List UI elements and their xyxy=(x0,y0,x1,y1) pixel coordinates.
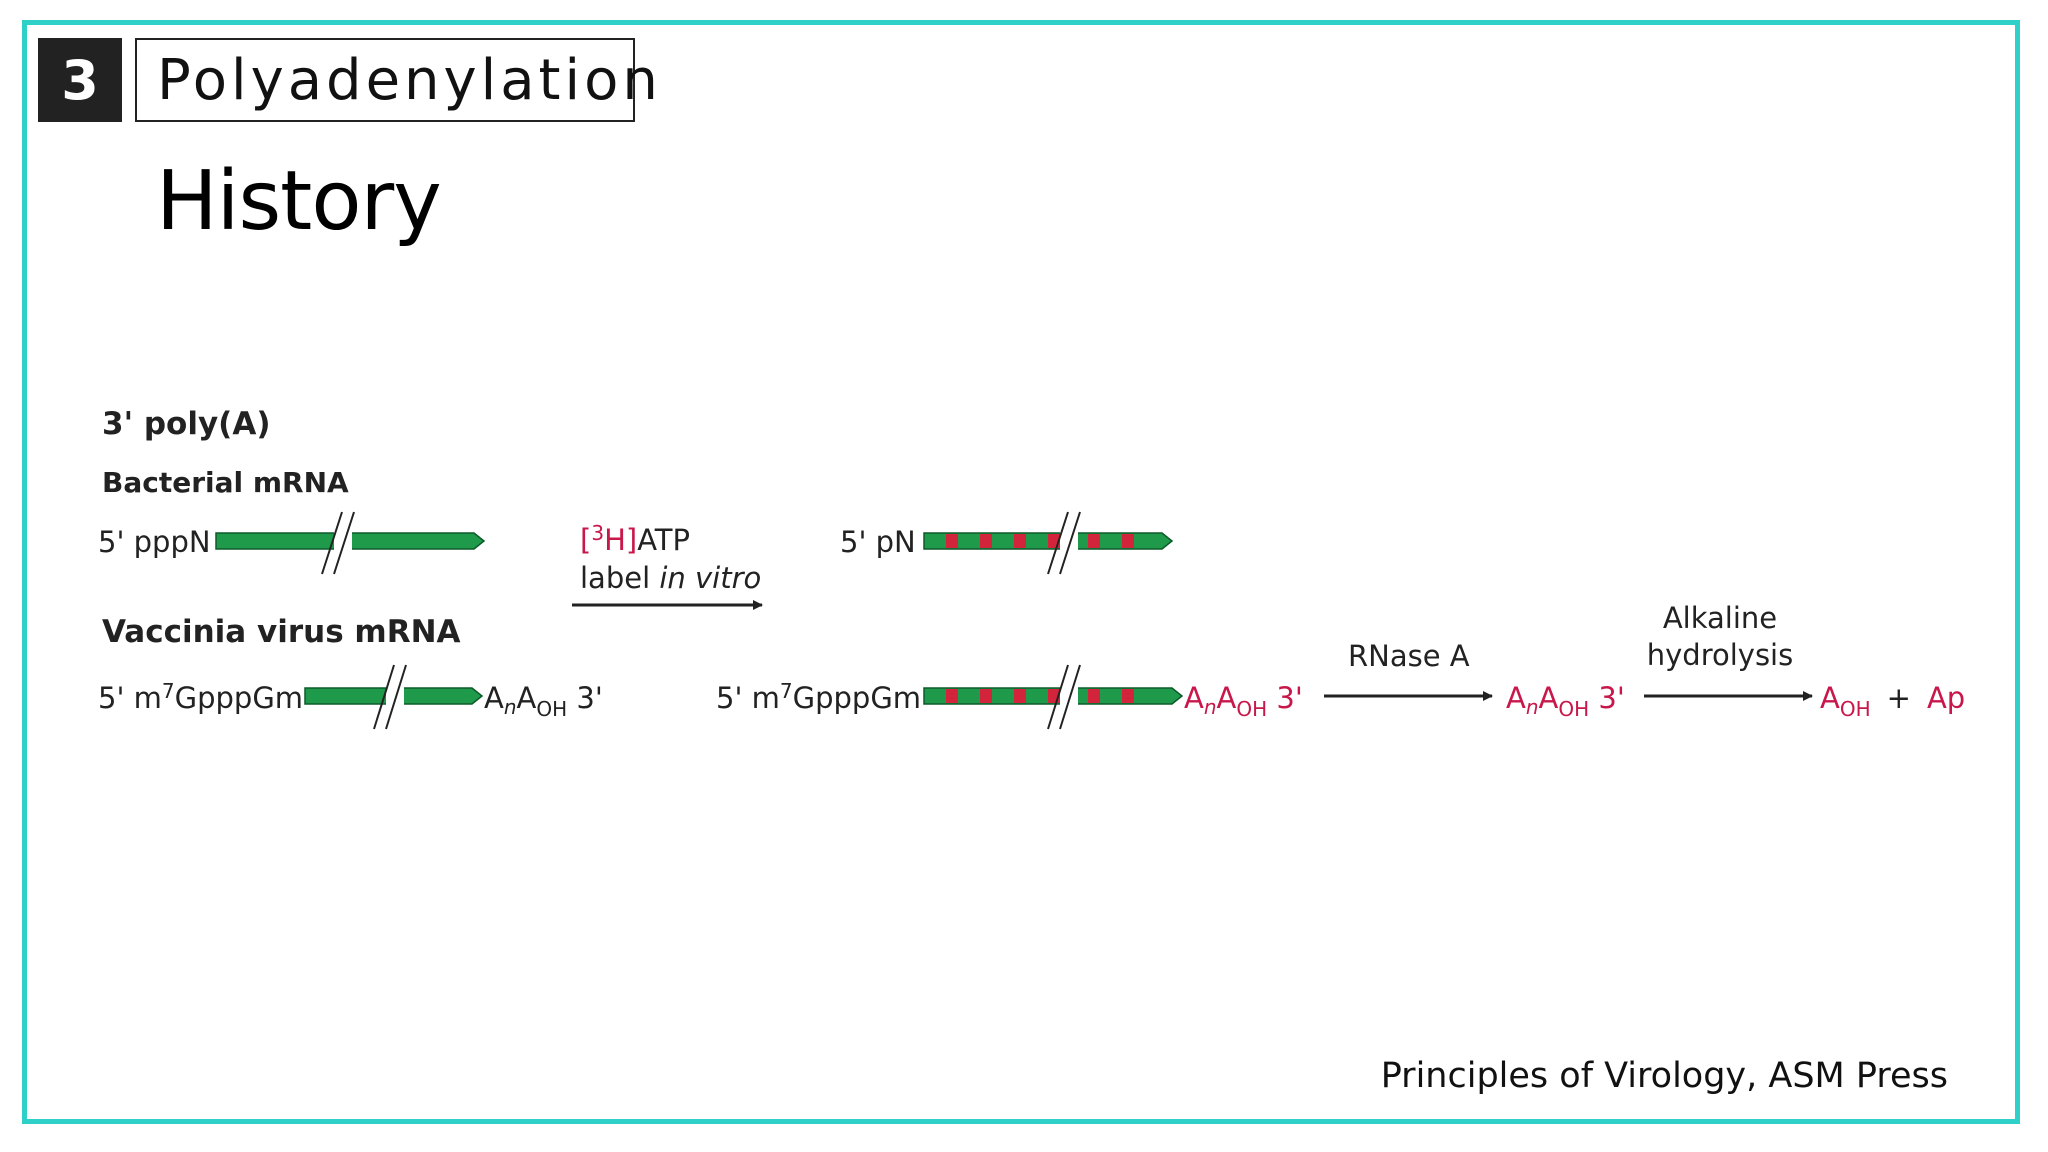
labeled-tail-a: A xyxy=(1184,681,1204,715)
alkaline-label-line2: hydrolysis xyxy=(1647,638,1793,672)
labeled-bacterial-rna-strand xyxy=(923,511,1174,575)
vaccinia-tail-n: n xyxy=(504,695,517,719)
reagent-atp: ATP xyxy=(637,523,690,557)
vaccinia-mrna-label: Vaccinia virus mRNA xyxy=(102,614,461,650)
labeling-italic: in vitro xyxy=(659,561,761,595)
labeled-vaccinia-five-prime-pre: 5' m xyxy=(716,681,780,715)
labeled-vaccinia-five-prime-post: GpppGm xyxy=(793,681,921,715)
rnase-product: AnAOH 3' xyxy=(1506,681,1625,721)
labeling-plain: label xyxy=(580,561,659,595)
section-number: 3 xyxy=(38,38,122,122)
bacterial-five-prime: 5' pppN xyxy=(98,525,211,559)
labeled-bacterial-five-prime: 5' pN xyxy=(840,525,916,559)
poly-a-heading: 3' poly(A) xyxy=(102,406,271,442)
labeling-reagent: [3H]ATP xyxy=(580,521,690,557)
labeled-tail-oh: OH xyxy=(1236,697,1267,721)
vaccinia-rna-strand xyxy=(304,664,484,730)
vaccinia-tail-a: A xyxy=(484,681,504,715)
bacterial-mrna-label: Bacterial mRNA xyxy=(102,466,349,499)
final-oh: OH xyxy=(1840,697,1871,721)
labeled-vaccinia-five-prime-sup: 7 xyxy=(780,679,793,703)
bacterial-rna-strand xyxy=(215,511,486,575)
reagent-superscript: 3 xyxy=(591,521,604,545)
vaccinia-tail-end: 3' xyxy=(567,681,603,715)
labeled-vaccinia-five-prime: 5' m7GpppGm xyxy=(716,679,921,715)
rnase-product-end: 3' xyxy=(1589,681,1625,715)
final-products: AOH + Ap xyxy=(1820,681,1965,721)
labeled-tail-end: 3' xyxy=(1267,681,1303,715)
reagent-bracket-close: H] xyxy=(604,523,637,557)
rnase-product-n: n xyxy=(1526,695,1539,719)
section-title: Polyadenylation xyxy=(135,38,658,122)
labeled-tail-a2: A xyxy=(1217,681,1237,715)
labeling-condition: label in vitro xyxy=(580,561,761,595)
slide-frame xyxy=(22,20,2020,1124)
final-a: A xyxy=(1820,681,1840,715)
rnase-product-a: A xyxy=(1506,681,1526,715)
labeled-vaccinia-poly-a-tail: AnAOH 3' xyxy=(1184,681,1303,721)
vaccinia-five-prime: 5' m7GpppGm xyxy=(98,679,303,715)
vaccinia-five-prime-sup: 7 xyxy=(162,679,175,703)
vaccinia-poly-a-tail: AnAOH 3' xyxy=(484,681,603,721)
vaccinia-five-prime-post: GpppGm xyxy=(175,681,303,715)
final-plus: + xyxy=(1887,681,1911,715)
vaccinia-tail-oh: OH xyxy=(536,697,567,721)
vaccinia-tail-a2: A xyxy=(517,681,537,715)
labeled-tail-n: n xyxy=(1204,695,1217,719)
alkaline-label-line1: Alkaline xyxy=(1663,601,1777,635)
rnase-product-oh: OH xyxy=(1558,697,1589,721)
final-ap: Ap xyxy=(1927,681,1965,715)
slide-title: History xyxy=(156,154,442,249)
vaccinia-five-prime-pre: 5' m xyxy=(98,681,162,715)
labeled-vaccinia-rna-strand xyxy=(923,664,1184,730)
citation: Principles of Virology, ASM Press xyxy=(1380,1056,1948,1096)
rnase-label: RNase A xyxy=(1348,639,1470,673)
reagent-bracket-open: [ xyxy=(580,523,591,557)
rnase-product-a2: A xyxy=(1539,681,1559,715)
